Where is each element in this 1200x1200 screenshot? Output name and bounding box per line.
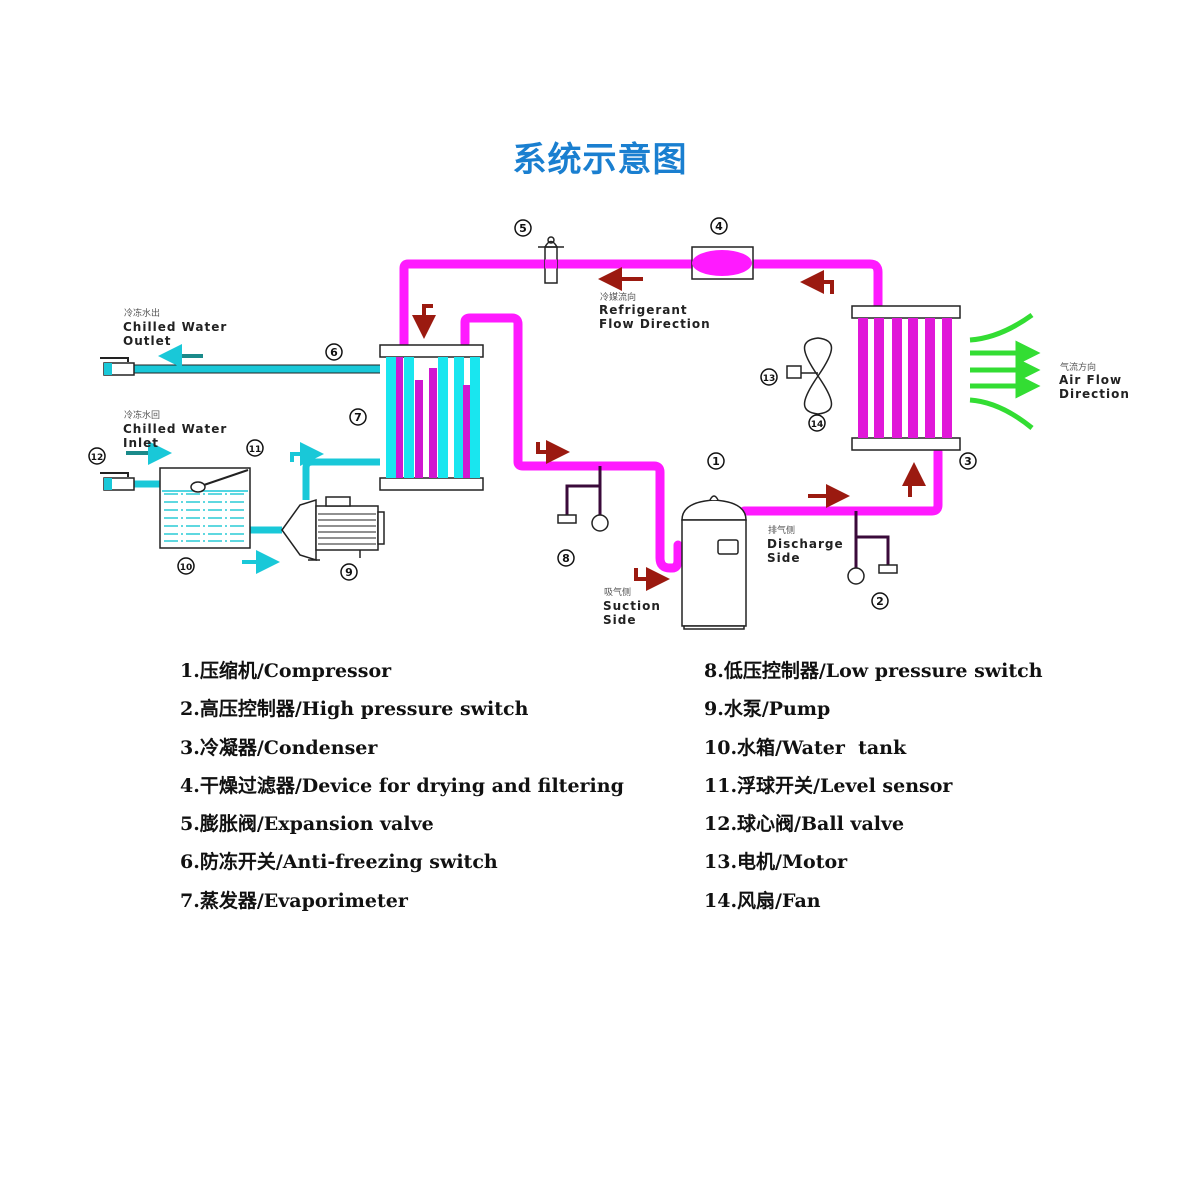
legend-item: 12.球心阀/Ball valve <box>704 813 905 836</box>
expansion-valve <box>538 236 564 284</box>
legend-item: 1.压缩机/Compressor <box>180 660 392 682</box>
legend-item: 7.蒸发器/Evaporimeter <box>180 889 408 912</box>
pump-to-evaporator-pipe <box>302 458 380 500</box>
svg-text:Outlet: Outlet <box>123 334 171 348</box>
legend-item: 10.水箱/Water tank <box>704 736 907 759</box>
legend-left-column: 1.压缩机/Compressor 2.高压控制器/High pressure s… <box>180 652 624 920</box>
svg-text:1: 1 <box>712 455 720 468</box>
marker-6: 6 <box>325 343 343 361</box>
svg-text:Flow Direction: Flow Direction <box>599 317 711 331</box>
suction-side-label: 吸气侧 Suction Side <box>603 586 661 627</box>
motor <box>786 365 818 379</box>
marker-13: 13 <box>760 368 778 386</box>
svg-text:Direction: Direction <box>1059 387 1130 401</box>
dryer-filter <box>691 246 754 280</box>
svg-text:14: 14 <box>811 420 824 430</box>
svg-text:冷冻水回: 冷冻水回 <box>124 409 160 421</box>
low-pressure-gauge <box>591 514 609 532</box>
refrigerant-loop <box>399 259 943 573</box>
svg-text:4: 4 <box>715 220 723 233</box>
svg-text:Chilled Water: Chilled Water <box>123 320 227 334</box>
pipe-condenser-to-compressor <box>739 447 943 516</box>
marker-1: 1 <box>707 452 725 470</box>
svg-text:Suction: Suction <box>603 599 661 613</box>
water-tank <box>159 467 251 549</box>
marker-12: 12 <box>88 447 106 465</box>
legend-item: 11.浮球开关/Level sensor <box>704 774 953 797</box>
marker-4: 4 <box>710 217 728 235</box>
legend-item: 6.防冻开关/Anti-freezing switch <box>180 851 498 874</box>
evaporator <box>379 344 484 491</box>
svg-text:Chilled Water: Chilled Water <box>123 422 227 436</box>
pipe-evaporator-to-compressor <box>460 313 683 573</box>
svg-text:冷媒流向: 冷媒流向 <box>600 291 636 303</box>
ball-valve-outlet <box>100 357 135 376</box>
svg-text:Inlet: Inlet <box>123 436 159 450</box>
marker-8: 8 <box>557 549 575 567</box>
marker-11: 11 <box>246 439 264 457</box>
low-pressure-switch <box>565 466 602 515</box>
svg-text:冷冻水出: 冷冻水出 <box>124 307 160 319</box>
svg-text:Discharge: Discharge <box>767 537 844 551</box>
svg-text:6: 6 <box>330 346 338 359</box>
legend-item: 2.高压控制器/High pressure switch <box>180 698 529 721</box>
air-flow-arrows <box>969 312 1041 430</box>
svg-text:Air Flow: Air Flow <box>1059 373 1122 387</box>
legend-item: 5.膨胀阀/Expansion valve <box>180 813 434 836</box>
svg-text:3: 3 <box>964 455 972 468</box>
svg-text:Side: Side <box>603 613 636 627</box>
low-pressure-switch-box <box>557 514 577 524</box>
water-pump <box>281 496 385 562</box>
legend-item: 14.风扇/Fan <box>704 889 821 912</box>
high-pressure-switch <box>854 511 890 568</box>
discharge-side-label: 排气侧 Discharge Side <box>767 524 844 565</box>
svg-text:8: 8 <box>562 552 570 565</box>
legend-item: 9.水泵/Pump <box>704 698 831 721</box>
svg-text:13: 13 <box>763 374 776 384</box>
chiller-system-diagram: 1 2 3 4 5 6 7 8 9 10 11 12 13 14 冷冻水出 Ch… <box>88 217 1130 630</box>
svg-text:吸气侧: 吸气侧 <box>604 586 631 598</box>
legend-item: 8.低压控制器/Low pressure switch <box>704 660 1043 682</box>
chilled-water-outlet-label: 冷冻水出 Chilled Water Outlet <box>123 307 227 348</box>
marker-14: 14 <box>808 414 826 432</box>
refrigerant-flow-arrows <box>412 267 926 591</box>
svg-text:Side: Side <box>767 551 800 565</box>
ball-valve-inlet <box>100 472 135 491</box>
air-flow-label: 气流方向 Air Flow Direction <box>1059 361 1130 401</box>
fan <box>803 337 833 415</box>
svg-text:气流方向: 气流方向 <box>1060 361 1096 373</box>
level-sensor-float <box>190 469 249 493</box>
marker-5: 5 <box>514 219 532 237</box>
marker-10: 10 <box>177 557 195 575</box>
marker-9: 9 <box>340 563 358 581</box>
condenser <box>851 305 961 451</box>
svg-text:9: 9 <box>345 566 353 579</box>
high-pressure-gauge <box>847 567 865 585</box>
svg-text:Refrigerant: Refrigerant <box>599 303 688 317</box>
legend-item: 4.干燥过滤器/Device for drying and filtering <box>180 774 624 797</box>
legend-item: 3.冷凝器/Condenser <box>180 736 378 759</box>
diagram-title: 系统示意图 <box>512 140 688 180</box>
svg-text:2: 2 <box>876 595 884 608</box>
svg-text:10: 10 <box>180 563 193 573</box>
legend-right-column: 8.低压控制器/Low pressure switch 9.水泵/Pump 10… <box>704 652 1043 920</box>
pipe-top <box>399 259 883 350</box>
chilled-water-inlet-label: 冷冻水回 Chilled Water Inlet <box>123 409 227 450</box>
marker-2: 2 <box>871 592 889 610</box>
svg-text:排气侧: 排气侧 <box>768 524 795 536</box>
high-pressure-switch-box <box>878 564 898 574</box>
svg-text:5: 5 <box>519 222 527 235</box>
compressor <box>681 495 747 630</box>
svg-text:11: 11 <box>249 445 262 455</box>
water-flow-arrows <box>126 344 324 574</box>
number-markers: 1 2 3 4 5 6 7 8 9 10 11 12 13 14 <box>88 217 977 610</box>
svg-text:12: 12 <box>91 453 104 463</box>
refrigerant-flow-label: 冷媒流向 Refrigerant Flow Direction <box>599 291 711 331</box>
marker-3: 3 <box>959 452 977 470</box>
marker-7: 7 <box>349 408 367 426</box>
svg-text:7: 7 <box>354 411 362 424</box>
legend-item: 13.电机/Motor <box>704 851 848 874</box>
